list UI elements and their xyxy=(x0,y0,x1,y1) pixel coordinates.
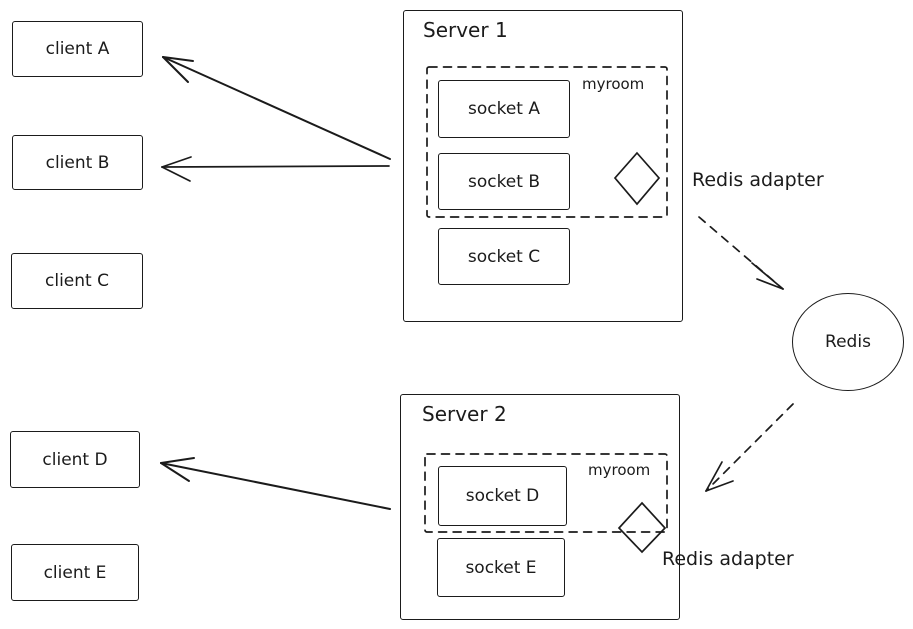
client-e-label: client E xyxy=(43,562,107,583)
socket-e-label: socket E xyxy=(465,557,537,578)
server-2-title: Server 2 xyxy=(422,402,507,426)
socket-e-box: socket E xyxy=(437,538,565,597)
client-a-label: client A xyxy=(45,39,110,59)
arrow-server2-to-client-d xyxy=(160,457,391,510)
client-d-label: client D xyxy=(42,449,108,470)
client-b-box: client B xyxy=(12,135,143,190)
socket-a-box: socket A xyxy=(438,80,570,138)
socket-b-box: socket B xyxy=(438,153,570,210)
client-e-box: client E xyxy=(11,544,139,601)
redis-adapter-label-1: Redis adapter xyxy=(692,169,824,191)
arrow-server1-to-redis xyxy=(698,216,784,290)
arrow-redis-to-server2 xyxy=(705,403,794,492)
redis-adapter-label-2: Redis adapter xyxy=(662,548,794,570)
server-1-title: Server 1 xyxy=(423,18,508,42)
client-c-label: client C xyxy=(45,271,109,291)
socket-a-label: socket A xyxy=(467,99,540,119)
client-b-label: client B xyxy=(45,152,110,173)
client-a-box: client A xyxy=(12,21,143,77)
client-d-box: client D xyxy=(10,431,140,488)
socket-d-box: socket D xyxy=(438,466,567,526)
server-2-room-label: myroom xyxy=(588,461,651,479)
redis-label: Redis xyxy=(825,332,871,352)
socket-c-label: socket C xyxy=(467,246,541,267)
arrow-server1-to-client-b xyxy=(161,156,390,182)
arrow-server1-to-client-a xyxy=(162,56,391,160)
socket-b-label: socket B xyxy=(467,171,541,192)
socket-c-box: socket C xyxy=(438,228,570,285)
client-c-box: client C xyxy=(11,253,143,309)
server-1-room-label: myroom xyxy=(582,75,645,93)
socket-d-label: socket D xyxy=(465,486,540,506)
redis-node: Redis xyxy=(792,293,904,391)
